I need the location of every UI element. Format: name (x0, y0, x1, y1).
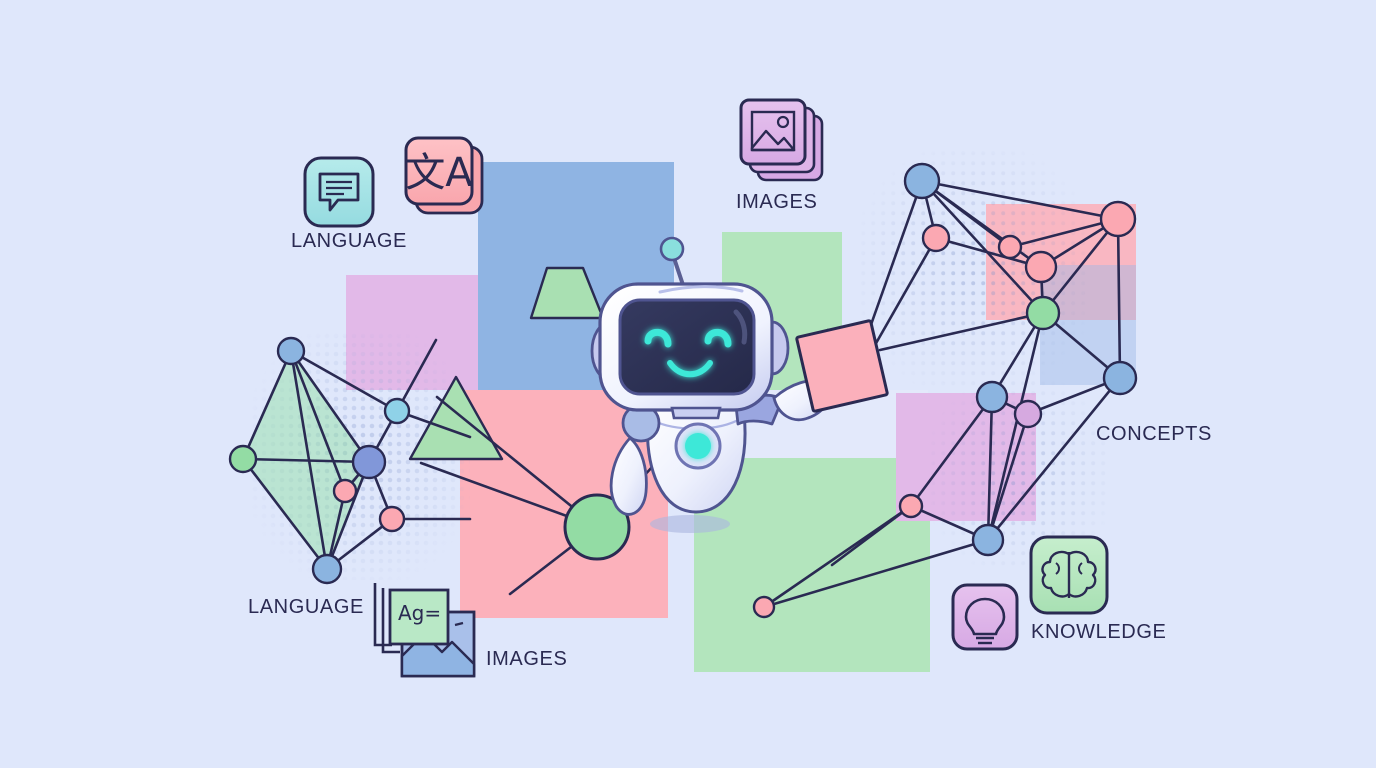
document-glyph: Ag= (398, 601, 441, 625)
triangle-shape (408, 375, 504, 461)
label-language-top: LANGUAGE (291, 230, 407, 252)
robot-mouth-smile (667, 360, 713, 378)
lightbulb-icon[interactable] (951, 583, 1019, 651)
robot-antenna-stem (672, 256, 685, 287)
robot-mascot (590, 236, 889, 533)
center-hub-network (419, 354, 756, 596)
trapezoid-shape (529, 266, 605, 320)
robot-head-highlight (658, 285, 744, 294)
robot-face-features (644, 328, 732, 378)
speech-bubble-icon[interactable] (303, 156, 375, 228)
right-node-network (752, 162, 1138, 619)
label-images-bottom: IMAGES (486, 648, 568, 670)
document-image-icon[interactable]: Ag= (373, 583, 476, 678)
brain-icon[interactable] (1029, 535, 1109, 615)
robot-eye-right (704, 328, 732, 348)
label-images-top: IMAGES (736, 191, 818, 213)
left-network-nodes (228, 336, 411, 585)
robot-screen-glare (733, 309, 748, 345)
label-knowledge: KNOWLEDGE (1031, 621, 1167, 643)
robot-shadow (650, 515, 730, 533)
robot-antenna-tip (659, 236, 685, 262)
label-concepts: CONCEPTS (1096, 423, 1212, 445)
left-network-edges (241, 338, 472, 571)
robot-face-screen (618, 298, 756, 396)
robot-eye-left (644, 328, 672, 348)
robot-chest-light (685, 433, 711, 459)
green-rect-big (694, 458, 930, 672)
translate-icon[interactable]: 文A (404, 136, 484, 215)
geometric-shapes (408, 266, 605, 461)
robot-left-arm (609, 436, 648, 516)
robot-neck (670, 406, 722, 420)
label-language-bottom: LANGUAGE (248, 596, 364, 618)
left-node-network (228, 336, 472, 585)
image-stack-icon[interactable] (739, 98, 824, 182)
pink-square-shape (795, 319, 889, 413)
right-network-nodes (752, 162, 1138, 619)
translate-glyph: 文A (405, 150, 473, 196)
center-hub-node (563, 493, 631, 561)
